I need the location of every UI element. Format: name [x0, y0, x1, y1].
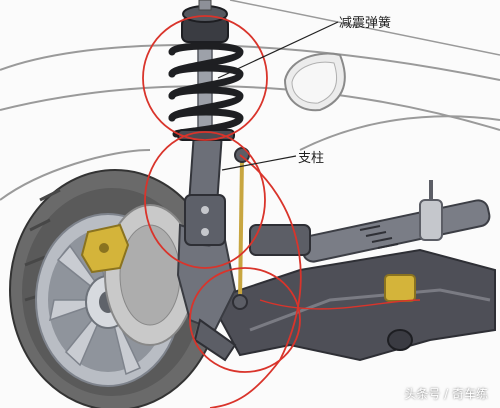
spring-highlight: [142, 15, 268, 141]
callout-lines: [217, 21, 339, 171]
link-highlight-line: [209, 154, 302, 408]
stabilizer-link: [232, 147, 250, 310]
spring-damper-label: 减震弹簧: [339, 16, 392, 31]
strut-label: 支柱: [298, 151, 325, 166]
strut-highlight: [144, 131, 266, 269]
car-body-outline: [0, 0, 500, 201]
steering-rack: [249, 180, 491, 302]
spring-leader-line: [217, 21, 339, 79]
brake-caliper: [80, 223, 130, 274]
lower-arm-highlight: [189, 267, 301, 373]
side-mirror: [283, 52, 346, 112]
highlight-circles: [142, 15, 421, 408]
strut-leader-line: [221, 155, 297, 171]
subframe: [208, 248, 496, 362]
watermark: 头条号 / 奇车练: [404, 387, 488, 401]
